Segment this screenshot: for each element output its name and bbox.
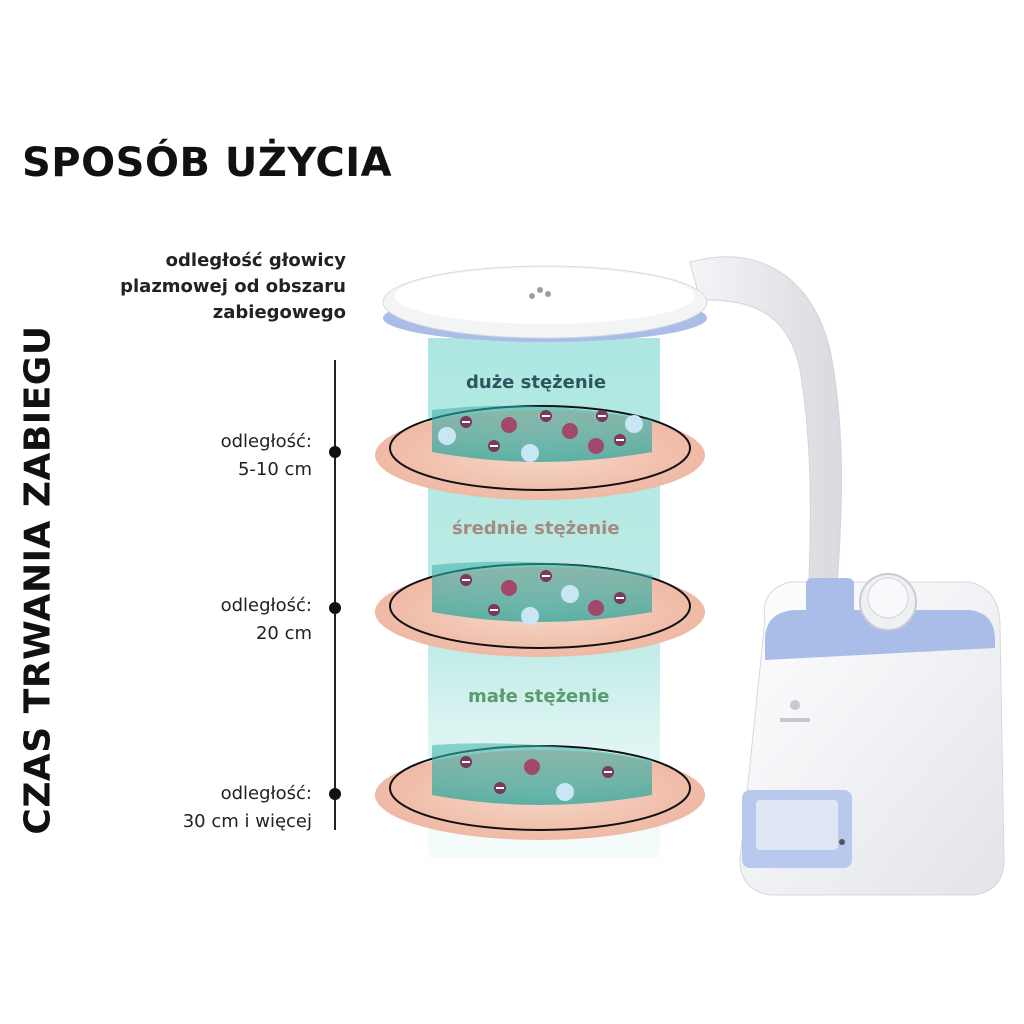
concentration-label-level-1: duże stężenie <box>466 372 607 393</box>
head-label-line: plazmowej od obszaru <box>120 276 346 297</box>
plasma-head <box>382 265 708 342</box>
distance-label-line: odległość: <box>220 783 312 804</box>
head-distance-label: odległość głowicy plazmowej od obszaru z… <box>120 248 346 326</box>
timeline-dot <box>329 602 341 614</box>
distance-label-line: odległość: <box>220 431 312 452</box>
concentration-label-level-2: średnie stężenie <box>452 518 620 539</box>
head-label-line: zabiegowego <box>212 302 346 323</box>
timeline-dot <box>329 788 341 800</box>
head-label-line: odległość głowicy <box>165 250 346 271</box>
device-base <box>739 573 1005 896</box>
treatment-disc-level-3 <box>375 743 705 840</box>
ion-particles-level-2 <box>460 570 626 625</box>
distance-label-level-1: odległość: 5-10 cm <box>221 428 312 484</box>
ion-particles-level-3 <box>460 756 614 801</box>
device-arm <box>689 256 842 601</box>
distance-label-line: 5-10 cm <box>237 459 312 480</box>
distance-label-line: 20 cm <box>255 623 312 644</box>
distance-label-level-3: odległość: 30 cm i więcej <box>183 780 312 836</box>
distance-label-line: 30 cm i więcej <box>182 811 312 832</box>
page-title: SPOSÓB UŻYCIA <box>22 140 393 186</box>
concentration-label-level-3: małe stężenie <box>468 686 610 707</box>
distance-label-level-2: odległość: 20 cm <box>221 592 312 648</box>
timeline-dot <box>329 446 341 458</box>
distance-label-line: odległość: <box>220 595 312 616</box>
ion-particles-level-1 <box>438 410 643 462</box>
